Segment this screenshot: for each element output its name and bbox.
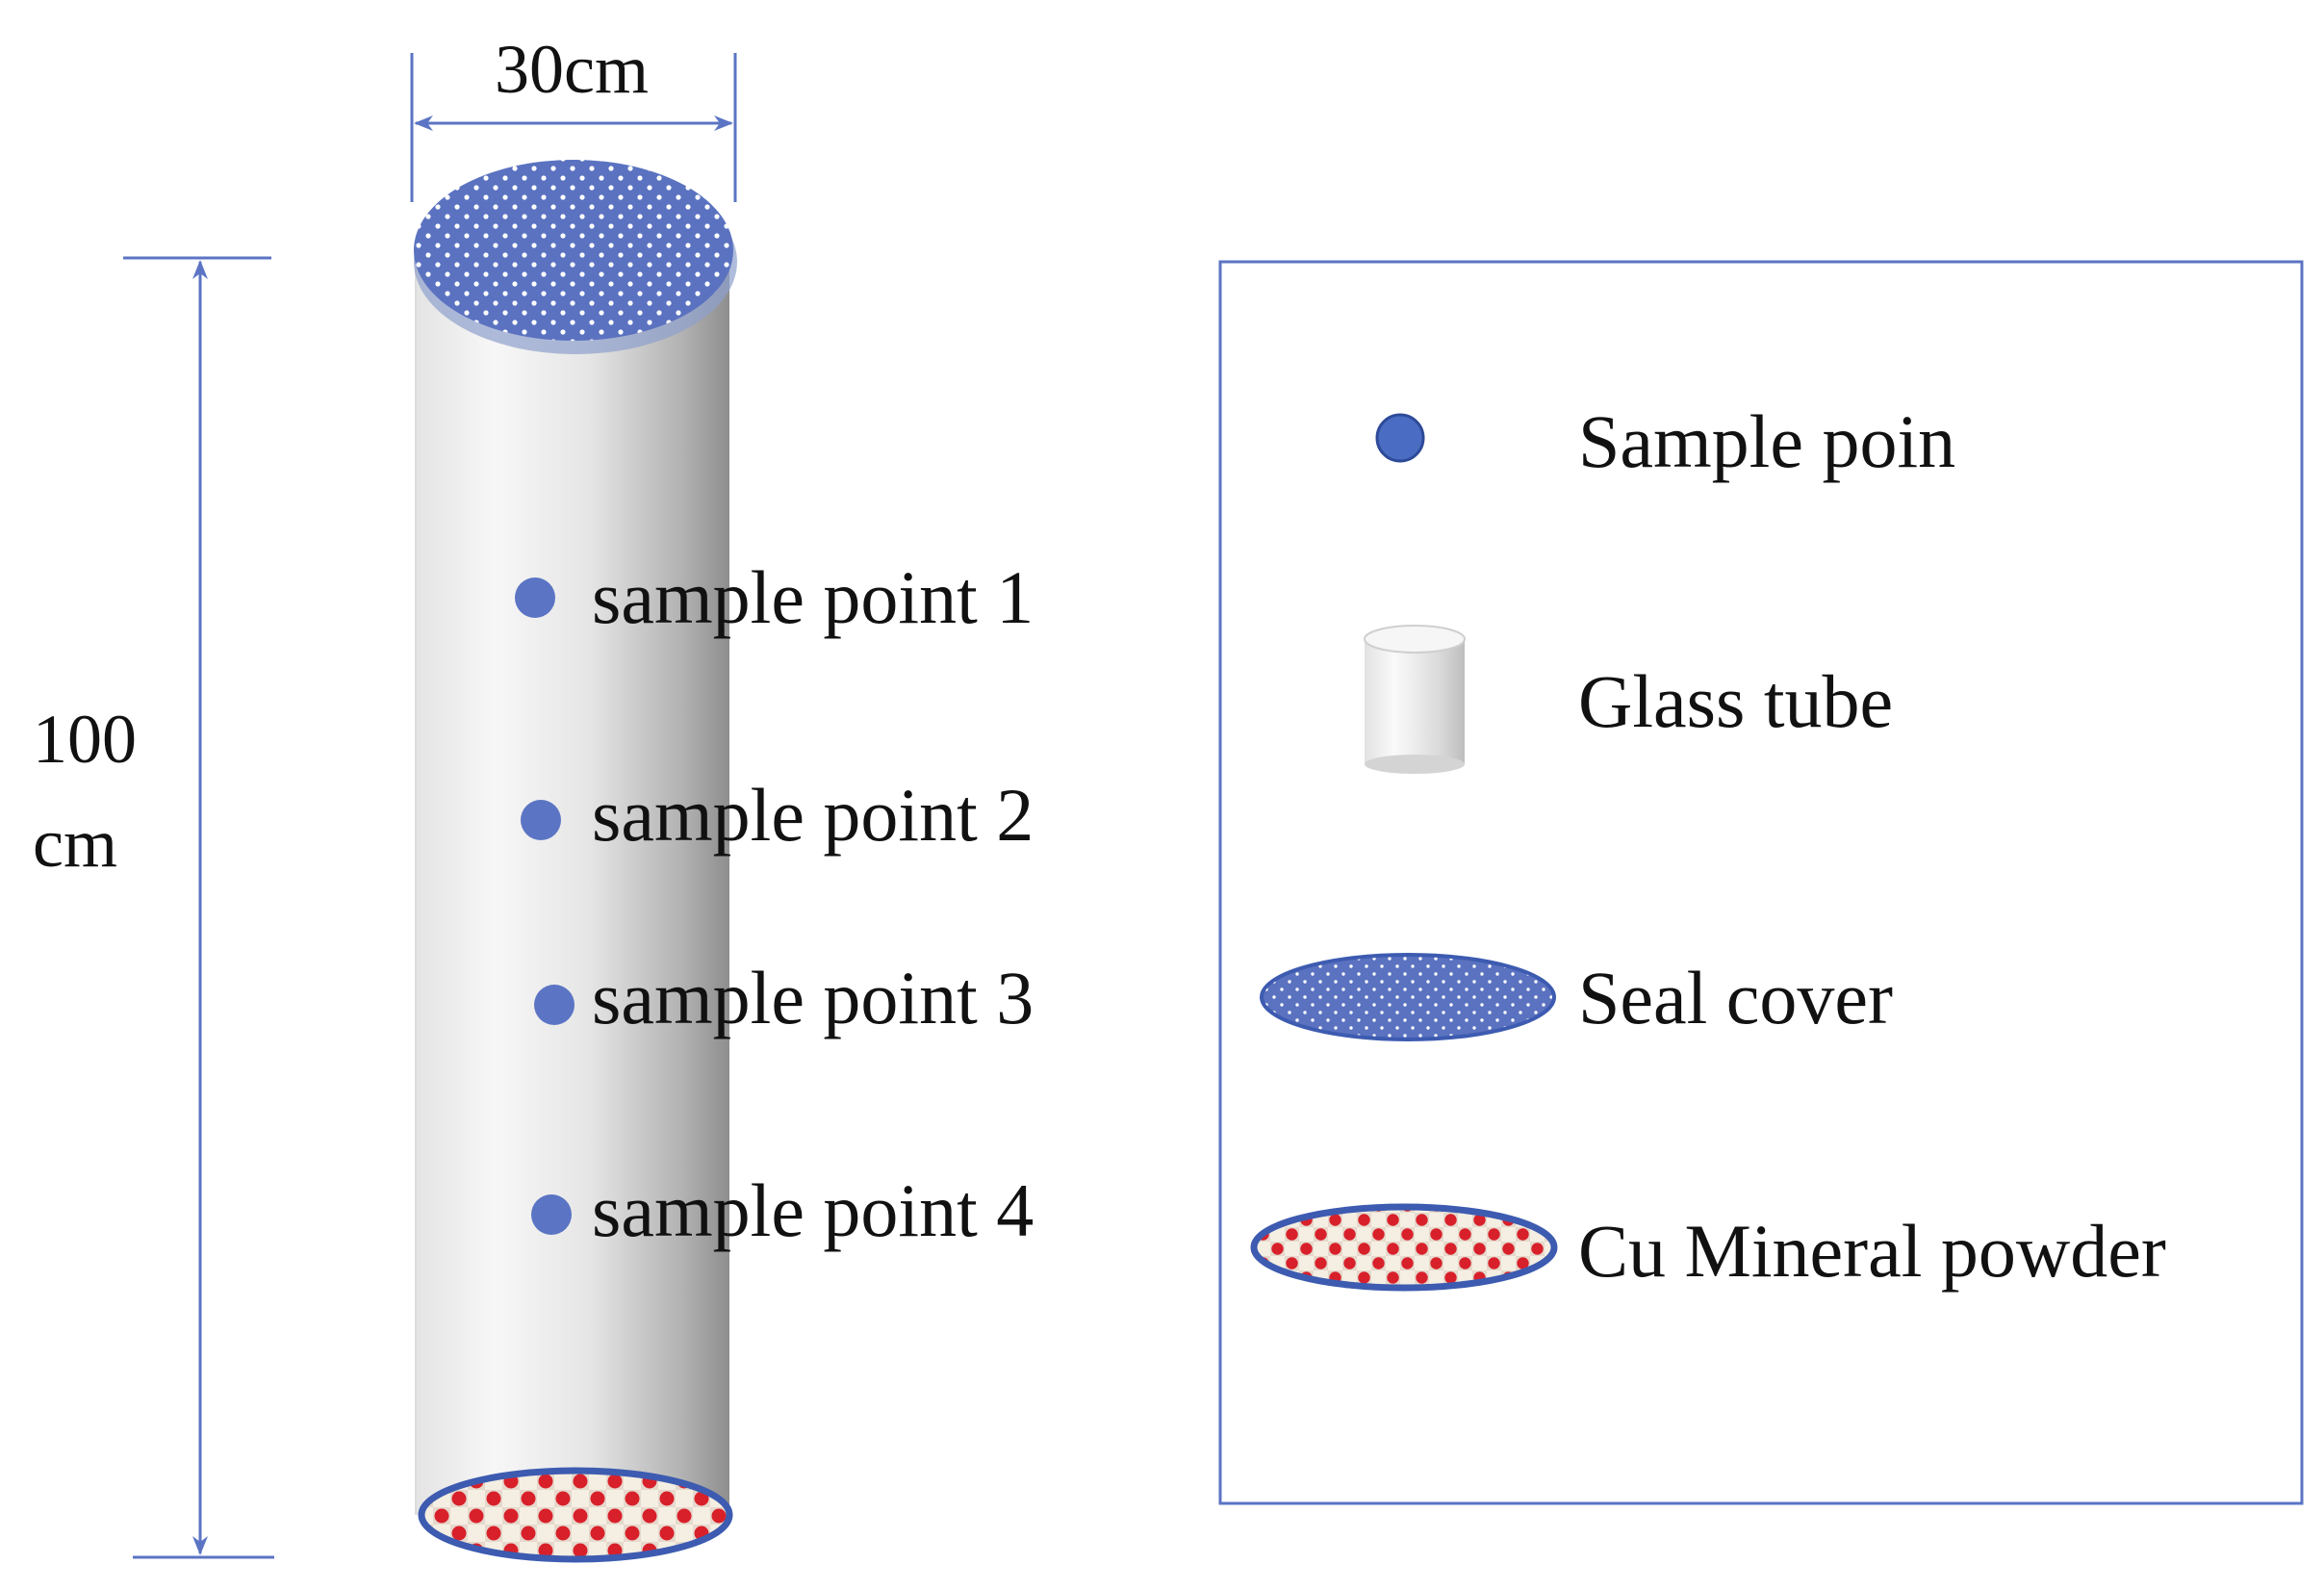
sample-point-label: sample point 2 — [592, 773, 1034, 857]
width-label: 30cm — [495, 31, 649, 108]
legend-box — [1218, 260, 2304, 1505]
cu-mineral-powder-symbol — [1250, 1203, 1558, 1292]
cu-mineral-powder-layer — [418, 1467, 733, 1563]
glass-tube-symbol-body — [1365, 639, 1465, 764]
sample-point-marker — [534, 985, 575, 1025]
legend-item-seal-cover: Seal cover — [1260, 953, 1893, 1041]
sample-point-2: sample point 2 — [521, 773, 1034, 857]
legend-item-cu-mineral-powder: Cu Mineral powder — [1250, 1203, 2166, 1293]
sample-point-label: sample point 4 — [592, 1168, 1034, 1252]
legend-item-glass-tube: Glass tube — [1364, 625, 1893, 774]
seal-cover — [414, 160, 733, 341]
glass-tube-body — [416, 252, 729, 1515]
sample-point-label: sample point 1 — [592, 555, 1034, 639]
sample-point-1: sample point 1 — [515, 555, 1034, 639]
glass-tube-symbol-bottom — [1365, 755, 1465, 774]
sample-point-marker — [531, 1194, 572, 1235]
height-label-line2: cm — [33, 805, 117, 882]
height-dimension: 100 cm — [33, 256, 274, 1559]
height-label-line1: 100 — [33, 701, 137, 778]
sample-point-3: sample point 3 — [534, 956, 1034, 1039]
legend-label: Sample poin — [1578, 399, 1955, 483]
legend: Sample poin Glass tube Seal cover Cu Min… — [1218, 260, 2304, 1505]
legend-label: Cu Mineral powder — [1578, 1209, 2166, 1293]
legend-label: Seal cover — [1578, 956, 1893, 1039]
sample-point-marker — [515, 577, 555, 618]
seal-cover-symbol — [1260, 953, 1556, 1041]
sample-point-4: sample point 4 — [531, 1168, 1034, 1252]
glass-tube — [415, 252, 729, 1515]
glass-tube-symbol-top — [1364, 625, 1466, 654]
legend-label: Glass tube — [1578, 659, 1893, 743]
legend-item-sample-point: Sample poin — [1375, 399, 1955, 483]
sample-point-label: sample point 3 — [592, 956, 1034, 1039]
width-dimension: 30cm — [410, 31, 737, 202]
sample-point-marker — [521, 800, 561, 840]
sample-point-symbol — [1375, 413, 1425, 463]
